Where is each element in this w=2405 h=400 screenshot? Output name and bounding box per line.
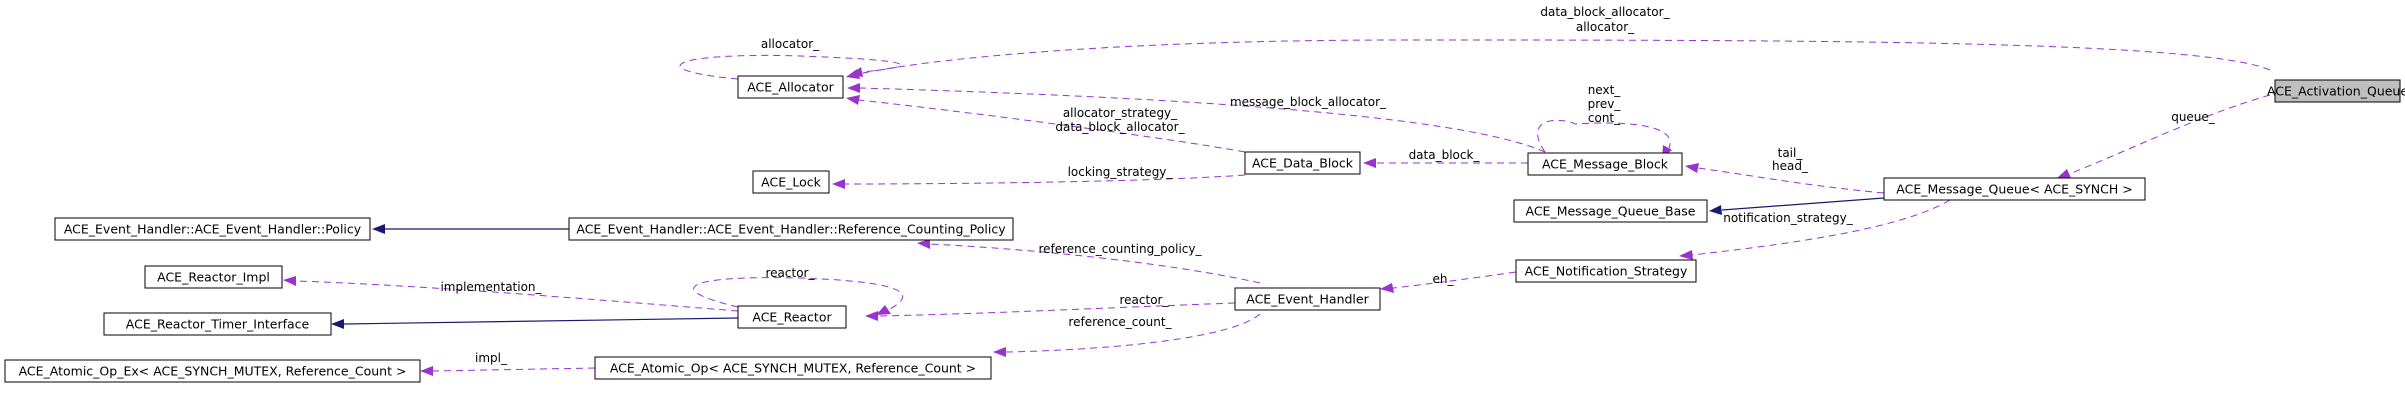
edge-queue bbox=[2057, 94, 2271, 178]
label-implementation: implementation_ bbox=[440, 280, 542, 294]
edge-allocator-self bbox=[679, 54, 901, 80]
edge-message-queue-to-queue-base bbox=[1709, 197, 1885, 215]
node-label: ACE_Reactor_Timer_Interface bbox=[126, 317, 310, 332]
edge-notification-strategy bbox=[1679, 199, 1951, 260]
node-data-block[interactable]: ACE_Data_Block bbox=[1244, 151, 1361, 175]
edge-message-block-allocator bbox=[847, 83, 1546, 153]
node-policy[interactable]: ACE_Event_Handler::ACE_Event_Handler::Po… bbox=[54, 217, 371, 241]
node-label: ACE_Allocator bbox=[747, 80, 834, 95]
label-reactor-self: reactor_ bbox=[766, 266, 816, 280]
edge-tail-head bbox=[1685, 163, 1885, 194]
node-message-queue[interactable]: ACE_Message_Queue< ACE_SYNCH > bbox=[1883, 177, 2146, 201]
edge-eh bbox=[1380, 271, 1517, 293]
label-tail: tail_ bbox=[1778, 146, 1804, 160]
node-label: ACE_Data_Block bbox=[1252, 156, 1354, 171]
label-mb-cont: cont_ bbox=[1588, 111, 1621, 125]
label-data-block-allocator: data_block_allocator_ bbox=[1540, 5, 1670, 19]
node-message-block[interactable]: ACE_Message_Block bbox=[1527, 152, 1683, 176]
label-locking-strategy: locking_strategy_ bbox=[1068, 165, 1174, 179]
node-reference-counting-policy[interactable]: ACE_Event_Handler::ACE_Event_Handler::Re… bbox=[568, 217, 1014, 241]
edge-reactor-to-timer-interface bbox=[331, 317, 739, 329]
node-label: ACE_Event_Handler::ACE_Event_Handler::Re… bbox=[576, 222, 1006, 237]
edge-reference-count bbox=[993, 313, 1261, 357]
edge-message-block-self bbox=[1537, 119, 1672, 158]
node-lock[interactable]: ACE_Lock bbox=[752, 170, 830, 194]
node-label: ACE_Lock bbox=[761, 175, 821, 190]
label-allocator-self: allocator_ bbox=[761, 37, 820, 51]
node-label: ACE_Event_Handler bbox=[1246, 292, 1369, 307]
edge-locking-strategy bbox=[832, 174, 1246, 189]
node-label: ACE_Message_Block bbox=[1542, 157, 1669, 172]
label-reference-counting-policy: reference_counting_policy_ bbox=[1038, 242, 1202, 256]
node-message-queue-base[interactable]: ACE_Message_Queue_Base bbox=[1513, 199, 1708, 223]
label-data-block-allocator-allocator: allocator_ bbox=[1576, 20, 1635, 34]
node-label: ACE_Reactor_Impl bbox=[157, 270, 270, 285]
label-impl: impl_ bbox=[475, 351, 508, 365]
edge-reference-counting-policy bbox=[917, 239, 1261, 284]
label-mb-prev: prev_ bbox=[1588, 97, 1622, 111]
edge-data-block-allocator bbox=[846, 39, 2271, 79]
label-mb-next: next_ bbox=[1588, 83, 1622, 97]
node-reactor-impl[interactable]: ACE_Reactor_Impl bbox=[144, 265, 283, 289]
label-allocator-strategy: allocator_strategy_ bbox=[1063, 106, 1178, 120]
label-notification-strategy: notification_strategy_ bbox=[1723, 211, 1854, 225]
label-head: head_ bbox=[1772, 159, 1809, 173]
label-eh: eh_ bbox=[1433, 272, 1455, 286]
node-atomic-op-ex[interactable]: ACE_Atomic_Op_Ex< ACE_SYNCH_MUTEX, Refer… bbox=[4, 359, 421, 383]
node-event-handler[interactable]: ACE_Event_Handler bbox=[1234, 287, 1381, 311]
node-label: ACE_Message_Queue< ACE_SYNCH > bbox=[1896, 182, 2132, 197]
label-data-block: data_block_ bbox=[1409, 148, 1481, 162]
node-label: ACE_Reactor bbox=[752, 310, 832, 325]
node-allocator[interactable]: ACE_Allocator bbox=[737, 75, 844, 99]
edge-ref-policy-to-policy bbox=[372, 224, 569, 234]
label-data-block-allocator-2: data_block_allocator_ bbox=[1055, 120, 1185, 134]
label-reference-count: reference_count_ bbox=[1068, 315, 1172, 329]
edge-allocator-strategy bbox=[846, 95, 1246, 153]
edge-implementation bbox=[283, 276, 739, 312]
node-label: ACE_Atomic_Op_Ex< ACE_SYNCH_MUTEX, Refer… bbox=[19, 364, 407, 379]
edge-labels: data_block_allocator_ allocator_ allocat… bbox=[440, 5, 2215, 365]
node-label: ACE_Message_Queue_Base bbox=[1526, 204, 1696, 219]
edge-data-block bbox=[1363, 158, 1528, 168]
node-reactor-timer-interface[interactable]: ACE_Reactor_Timer_Interface bbox=[103, 312, 332, 336]
node-label: ACE_Activation_Queue bbox=[2267, 84, 2405, 99]
node-activation-queue[interactable]: ACE_Activation_Queue bbox=[2267, 79, 2405, 103]
edge-reactor-self bbox=[693, 277, 904, 315]
node-notification-strategy[interactable]: ACE_Notification_Strategy bbox=[1515, 259, 1697, 283]
node-reactor[interactable]: ACE_Reactor bbox=[737, 305, 847, 329]
node-label: ACE_Notification_Strategy bbox=[1525, 264, 1688, 279]
label-queue: queue_ bbox=[2171, 110, 2216, 124]
label-message-block-allocator: message_block_allocator_ bbox=[1230, 95, 1387, 109]
node-label: ACE_Atomic_Op< ACE_SYNCH_MUTEX, Referenc… bbox=[610, 361, 976, 376]
label-reactor: reactor_ bbox=[1120, 293, 1170, 307]
node-label: ACE_Event_Handler::ACE_Event_Handler::Po… bbox=[64, 222, 362, 237]
edge-reactor bbox=[865, 302, 1236, 321]
edge-impl bbox=[420, 366, 596, 376]
node-atomic-op[interactable]: ACE_Atomic_Op< ACE_SYNCH_MUTEX, Referenc… bbox=[594, 356, 992, 380]
